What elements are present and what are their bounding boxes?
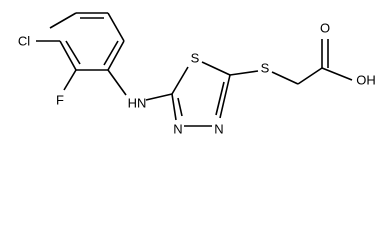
bond-s-thio-ch2 bbox=[271, 71, 299, 85]
atom-labels: Cl F HN S S N N O OH bbox=[18, 21, 376, 137]
bond-ring-s1-c5 bbox=[201, 61, 231, 76]
bond-benzene-1 bbox=[49, 12, 77, 29]
atom-chlorine: Cl bbox=[18, 34, 30, 49]
bonds bbox=[36, 12, 353, 127]
atom-amine: HN bbox=[128, 96, 147, 111]
bond-ring-n3-c2 bbox=[171, 93, 177, 121]
bond-nh-c-ring bbox=[145, 93, 173, 101]
atom-fluorine: F bbox=[56, 93, 64, 108]
molecule-structure: Cl F HN S S N N O OH bbox=[18, 12, 376, 137]
atom-carbonyl-oxygen: O bbox=[320, 21, 330, 36]
bond-benzene-4 bbox=[107, 40, 125, 71]
bond-ring-n3-c2-inner bbox=[177, 97, 183, 117]
bond-benzene-4-inner bbox=[103, 40, 119, 66]
bond-ring-c5-n4-inner bbox=[215, 81, 225, 116]
bond-ring-c5-n4 bbox=[219, 74, 231, 119]
atom-thioether-sulfur: S bbox=[261, 61, 270, 76]
bond-c-f bbox=[63, 69, 77, 91]
bond-ch2-c-acid bbox=[297, 67, 323, 85]
atom-ring-sulfur: S bbox=[191, 51, 200, 66]
atom-hydroxyl: OH bbox=[356, 73, 376, 88]
bond-c-oh bbox=[321, 67, 353, 81]
bond-ring-c2-s1 bbox=[171, 66, 189, 95]
bond-benzene-6-inner bbox=[65, 40, 81, 65]
atom-ring-nitrogen-3: N bbox=[173, 122, 182, 137]
bond-benzene-3 bbox=[107, 12, 125, 42]
bond-c-nh bbox=[107, 69, 127, 96]
bond-c5-s-thio bbox=[229, 70, 259, 76]
bond-benzene-6 bbox=[59, 40, 77, 71]
atom-ring-nitrogen-4: N bbox=[214, 122, 223, 137]
